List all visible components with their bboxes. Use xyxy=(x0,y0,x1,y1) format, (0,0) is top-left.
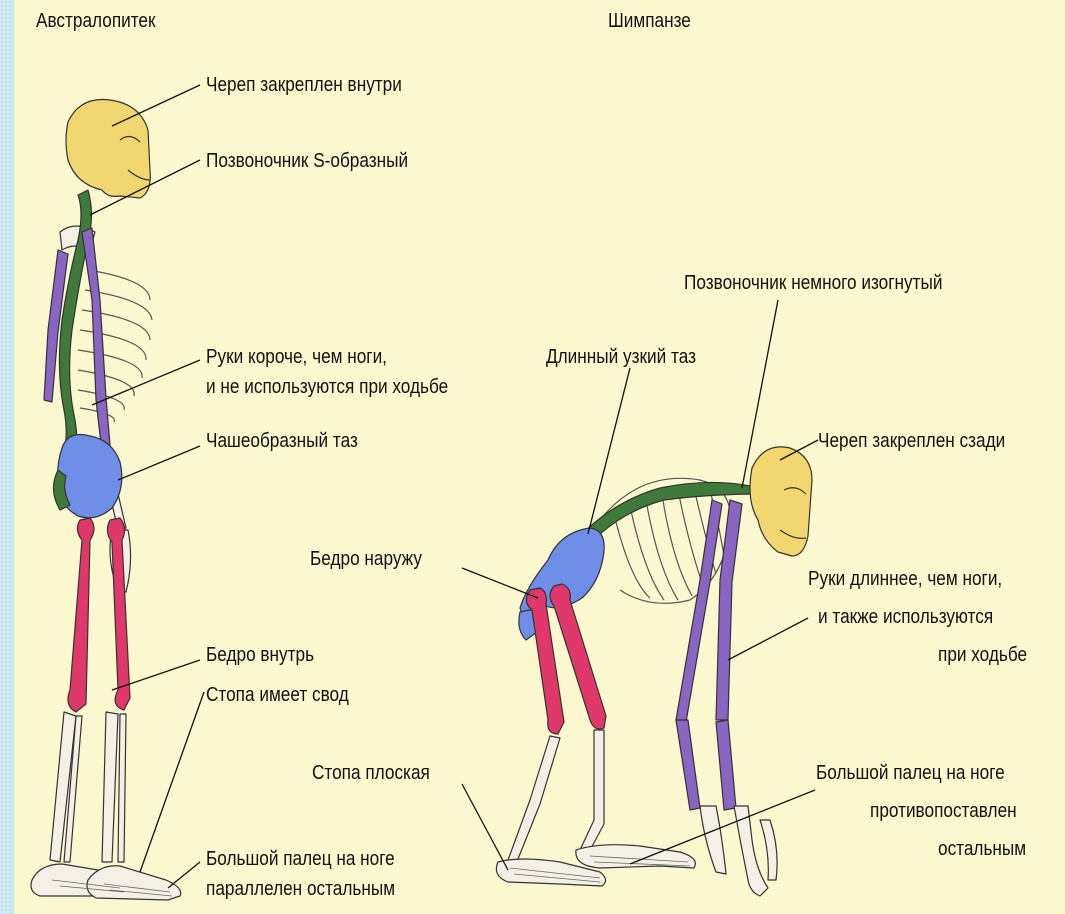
label-chimp-femur: Бедро наружу xyxy=(310,546,422,572)
label-chimp-arms-line3: при ходьбе xyxy=(938,642,1027,668)
label-chimp-arms-line2: и также используются xyxy=(818,604,993,630)
leader-foot-arch xyxy=(140,692,204,872)
chimpanzee-skull xyxy=(750,447,812,556)
label-chimp-arms-line1: Руки длиннее, чем ноги, xyxy=(808,566,1002,592)
chimpanzee-arm-back xyxy=(676,500,722,722)
leader-chimp-flat-foot xyxy=(462,784,508,870)
australopithecus-femur-left xyxy=(68,518,94,712)
australopithecus-foot-right xyxy=(87,866,181,900)
australopithecus-front-arm xyxy=(82,228,112,470)
title-australopithecus: Австралопитек xyxy=(36,8,156,34)
label-femur-inside: Бедро внутрь xyxy=(206,642,314,668)
title-chimpanzee: Шимпанзе xyxy=(608,8,691,34)
label-cup-pelvis: Чашеобразный таз xyxy=(206,428,358,454)
chimpanzee-skeleton xyxy=(496,447,812,896)
label-spine-s-shaped: Позвоночник S-образный xyxy=(206,148,408,174)
label-chimp-toe-line1: Большой палец на ноге xyxy=(816,760,1005,786)
label-toe-parallel-line2: параллелен остальным xyxy=(206,876,395,902)
leader-cup-pelvis xyxy=(118,446,200,480)
label-chimp-skull: Череп закреплен сзади xyxy=(818,428,1005,454)
australopithecus-lower-leg-right xyxy=(102,712,118,862)
australopithecus-skeleton xyxy=(31,99,181,900)
label-chimp-toe-line2: противопоставлен xyxy=(870,798,1017,824)
label-arms-shorter-line2: и не используются при ходьбе xyxy=(206,374,448,400)
label-arms-shorter-line1: Руки короче, чем ноги, xyxy=(206,344,387,370)
leader-toe-parallel xyxy=(168,862,200,888)
label-chimp-pelvis: Длинный узкий таз xyxy=(546,344,696,370)
label-chimp-toe-line3: остальным xyxy=(938,836,1026,862)
label-chimp-spine: Позвоночник немного изогнутый xyxy=(684,270,942,296)
label-skull-inside: Череп закреплен внутри xyxy=(206,72,402,98)
label-chimp-flat-foot: Стопа плоская xyxy=(312,760,430,786)
label-foot-arch: Стопа имеет свод xyxy=(206,682,349,708)
label-toe-parallel-line1: Большой палец на ноге xyxy=(206,846,395,872)
leader-arms-shorter xyxy=(92,360,200,405)
leader-chimp-arms xyxy=(728,618,808,660)
chimpanzee-lower-leg-front xyxy=(508,736,560,864)
chimpanzee-hand-back xyxy=(700,806,726,874)
chimpanzee-lower-leg-back xyxy=(580,730,604,854)
leader-chimp-femur xyxy=(462,568,538,598)
